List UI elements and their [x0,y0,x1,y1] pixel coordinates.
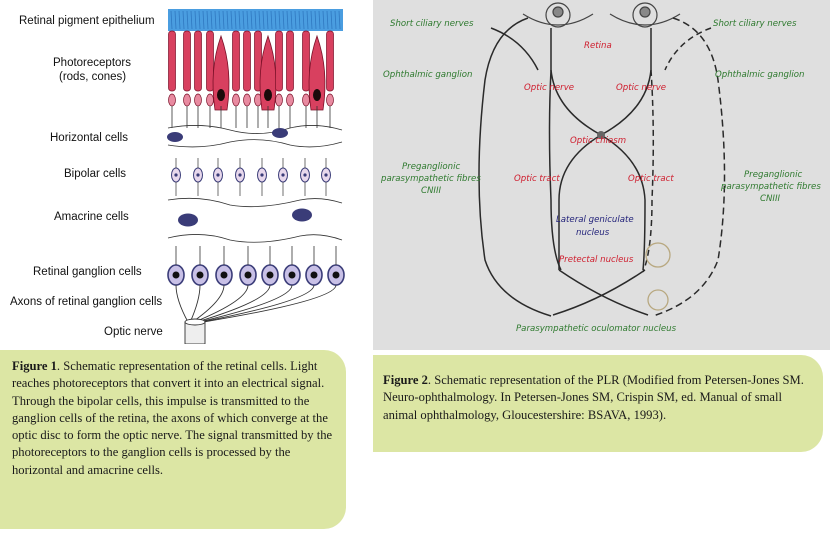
figure-1-caption-label: Figure 1 [12,359,57,373]
amacrine-cell [292,208,312,222]
ganglion-axon [189,284,201,323]
label-short-ciliary-nerves-right: Short ciliary nerves [713,19,797,29]
plr-pathway-lines [478,17,726,317]
label-ophthalmic-ganglion-left: Ophthalmic ganglion [383,70,472,80]
label-photoreceptors: Photoreceptors [53,57,131,69]
label-optic-tract-left: Optic tract [514,174,560,184]
pigment-epithelium-texture [170,10,341,30]
optic-nerve-stalk [184,318,206,344]
label-horizontal-cells: Horizontal cells [50,132,128,144]
horizontal-cell [272,128,288,138]
photoreceptor-cells [168,30,334,128]
label-optic-chiasm: Optic chiasm [570,136,626,146]
bipolar-cells-layer [171,158,331,196]
label-retinal-ganglion-cells: Retinal ganglion cells [33,266,142,278]
label-optic-tract-right: Optic tract [628,174,674,184]
ganglion-axon [196,284,271,323]
label-optic-nerve: Optic nerve [104,326,163,338]
ganglion-cells-layer [167,246,345,286]
rod-cell [302,30,310,92]
rod-cell [194,30,202,92]
rod-cell [286,30,294,92]
ganglion-axon [203,284,337,323]
retinal-wiring [167,125,343,243]
ganglion-axon [175,284,189,323]
horizontal-cells-layer [167,128,288,142]
ganglion-axon [198,284,293,323]
rod-cell [243,30,251,92]
label-retina: Retina [584,41,612,51]
label-preganglionic-right-1: Preganglionic [744,170,802,180]
ganglion-axon [192,284,225,323]
pretectal-marker [645,242,671,311]
rod-cell [168,30,176,92]
label-preganglionic-right-2: parasympathetic fibres [720,182,821,192]
ganglion-axons [175,284,337,323]
plr-pathway-diagram: Short ciliary nerves Short ciliary nerve… [373,0,830,350]
label-preganglionic-left-1: Preganglionic [402,162,460,172]
label-lateral-geniculate-2: nucleus [576,228,610,238]
label-rods-cones: (rods, cones) [59,71,126,83]
label-optic-nerve-left: Optic nerve [524,83,574,93]
label-bipolar-cells: Bipolar cells [64,168,126,180]
figure-2-caption-text: . Schematic representation of the PLR (M… [383,373,804,422]
rod-cell [206,30,214,92]
label-preganglionic-right-3: CNIII [760,194,780,204]
retina-diagram: Retinal pigment epithelium Photoreceptor… [10,9,345,344]
label-oculomotor-nucleus: Parasympathetic oculomator nucleus [516,324,677,334]
label-amacrine-cells: Amacrine cells [54,211,129,223]
rod-cell [326,30,334,92]
label-preganglionic-left-2: parasympathetic fibres [380,174,481,184]
ganglion-axon [194,284,249,323]
figure-2-caption: Figure 2. Schematic representation of th… [373,355,823,452]
label-short-ciliary-nerves-left: Short ciliary nerves [390,19,474,29]
label-lateral-geniculate-1: Lateral geniculate [556,215,634,225]
horizontal-cell [167,132,183,142]
label-retinal-pigment-epithelium: Retinal pigment epithelium [19,15,155,27]
amacrine-cells-layer [178,208,312,227]
label-preganglionic-left-3: CNIII [421,186,441,196]
label-optic-nerve-right: Optic nerve [616,83,666,93]
rod-cell [275,30,283,92]
ganglion-axon [201,284,315,323]
label-ophthalmic-ganglion-right: Ophthalmic ganglion [715,70,804,80]
chiasm-marker [597,131,605,139]
label-axons-of-ganglion-cells: Axons of retinal ganglion cells [10,296,162,308]
figure-2-caption-label: Figure 2 [383,373,428,387]
diagram-panel-background [373,0,830,350]
amacrine-cell [178,213,198,227]
label-pretectal-nucleus: Pretectal nucleus [559,255,634,265]
rod-cell [232,30,240,92]
rod-cell [183,30,191,92]
figure-1-caption-text: . Schematic representation of the retina… [12,359,333,477]
left-eye-icon [522,2,594,28]
figure-1-caption: Figure 1. Schematic representation of th… [0,350,346,529]
